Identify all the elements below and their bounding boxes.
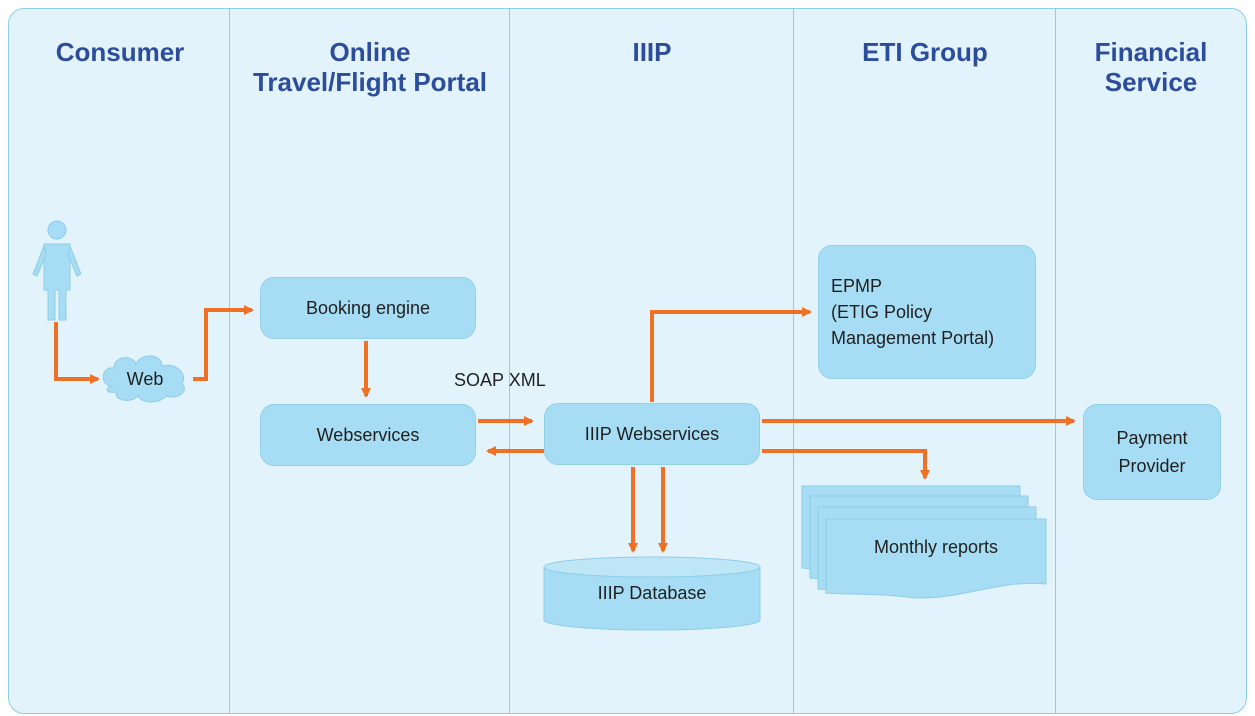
booking-engine-box: Booking engine [260,277,476,339]
epmp-box: EPMP (ETIG Policy Management Portal) [818,245,1036,379]
lane-title-online-portal: Online Travel/Flight Portal [252,37,488,97]
soap-xml-label: SOAP XML [454,370,546,390]
cloud-icon [102,355,185,403]
iiip-webservices-label: IIIP Webservices [584,423,720,444]
person-icon [32,220,82,321]
lane-title-iiip: IIIP [632,37,672,67]
lane-divider [509,8,510,714]
lane-divider [229,8,230,714]
webservices-label: Webservices [316,424,420,445]
database-shape [543,556,761,631]
booking-engine-label: Booking engine [305,297,431,318]
payment-provider-label: Payment Provider [1116,428,1188,476]
web-label: Web [126,369,164,389]
lane-divider [793,8,794,714]
iiip-database-label: IIIP Database [597,583,707,603]
flow-arrows [54,305,1076,553]
lane-title-financial-service: Financial Service [1094,37,1208,97]
iiip-webservices-box: IIIP Webservices [544,403,760,465]
lane-title-consumer: Consumer [55,37,185,67]
epmp-label: EPMP (ETIG Policy Management Portal) [831,276,995,348]
payment-provider-box: Payment Provider [1083,404,1221,500]
monthly-reports-label: Monthly reports [873,537,999,557]
lane-title-eti-group: ETI Group [862,37,988,67]
webservices-box: Webservices [260,404,476,466]
lane-divider [1055,8,1056,714]
documents-stack-shape [801,485,1047,599]
